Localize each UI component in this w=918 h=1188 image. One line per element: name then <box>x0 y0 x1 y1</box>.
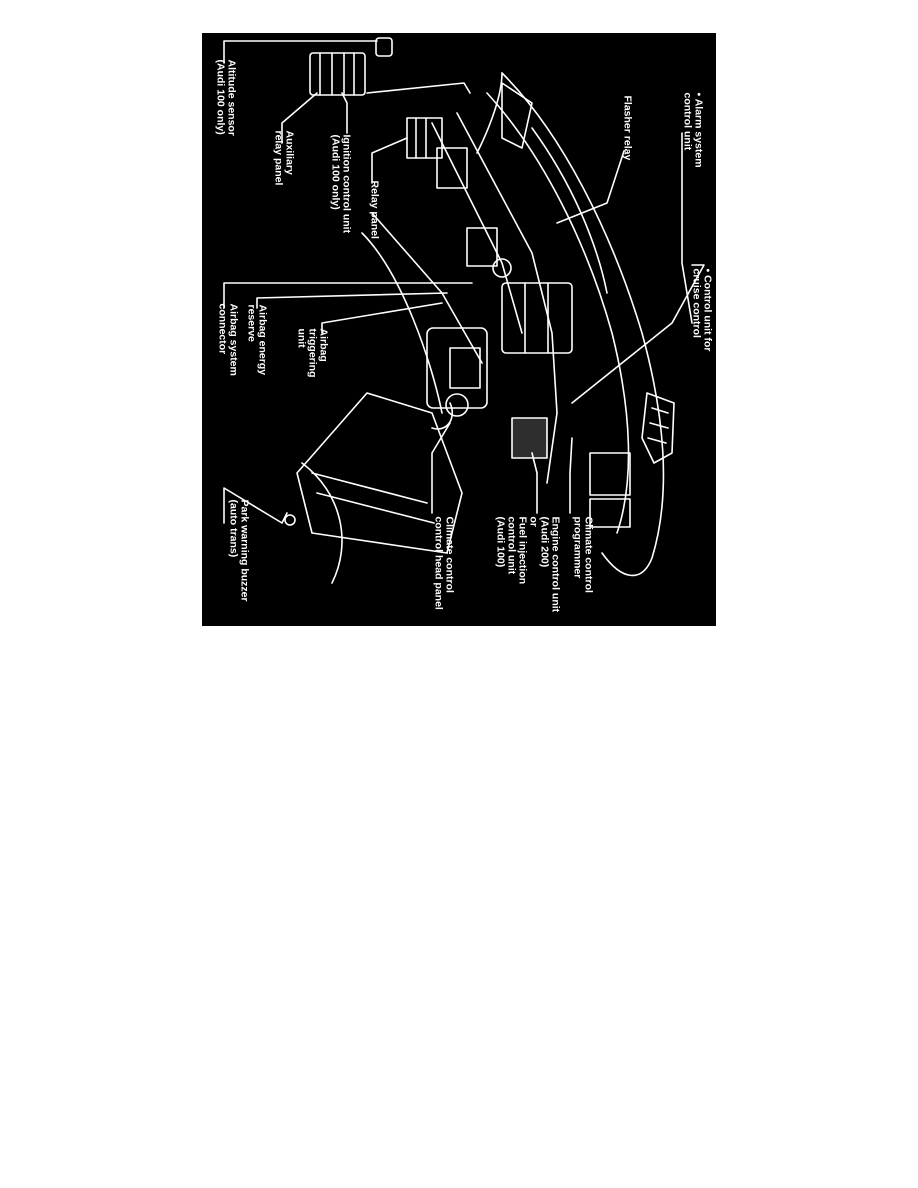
leader-buzzer <box>223 487 288 524</box>
leader-airbag-energy <box>256 292 448 309</box>
park-buzzer-part <box>284 514 296 526</box>
label-altitude-sensor: Altitude sensor(Audi 100 only) <box>214 59 238 136</box>
altitude-sensor-box <box>375 37 393 57</box>
leader-climate-head <box>431 422 451 514</box>
leader-relay-panel <box>371 137 408 184</box>
dash-upper-arc <box>531 127 608 294</box>
left-vent <box>501 82 533 149</box>
switch-block <box>501 282 573 354</box>
label-ignition-control: Ignition control unit(Audi 100 only) <box>329 134 353 234</box>
leader-climate-programmer <box>569 437 573 514</box>
leader-altitude <box>223 40 378 64</box>
center-console <box>296 392 463 554</box>
shift-knob <box>445 393 469 417</box>
label-flasher-relay: Flasher relay <box>621 95 634 161</box>
right-vent <box>641 392 675 464</box>
leader-airbag-trigger <box>321 302 443 334</box>
label-relay-panel: Relay panel <box>368 180 381 239</box>
leader-cruise <box>571 264 705 404</box>
leader-flasher <box>556 150 625 224</box>
leader-ignition <box>341 92 348 134</box>
engine-control-box <box>511 417 548 459</box>
label-park-buzzer: Park warning buzzer(auto trans) <box>227 499 251 602</box>
dash-lower-line <box>456 112 558 484</box>
console-line-1 <box>431 122 523 334</box>
leader-airbag-connector <box>223 282 473 309</box>
leader-alarm <box>681 132 693 324</box>
windshield-edge <box>476 72 503 154</box>
airbag-module <box>426 327 488 409</box>
dashboard-line-drawing <box>223 37 705 584</box>
dashboard-outline <box>501 72 665 577</box>
aux-relay-box <box>309 52 366 96</box>
leader-engine <box>531 452 538 514</box>
dashboard-inner-curve <box>486 92 630 534</box>
leader-aux-relay <box>281 92 318 144</box>
